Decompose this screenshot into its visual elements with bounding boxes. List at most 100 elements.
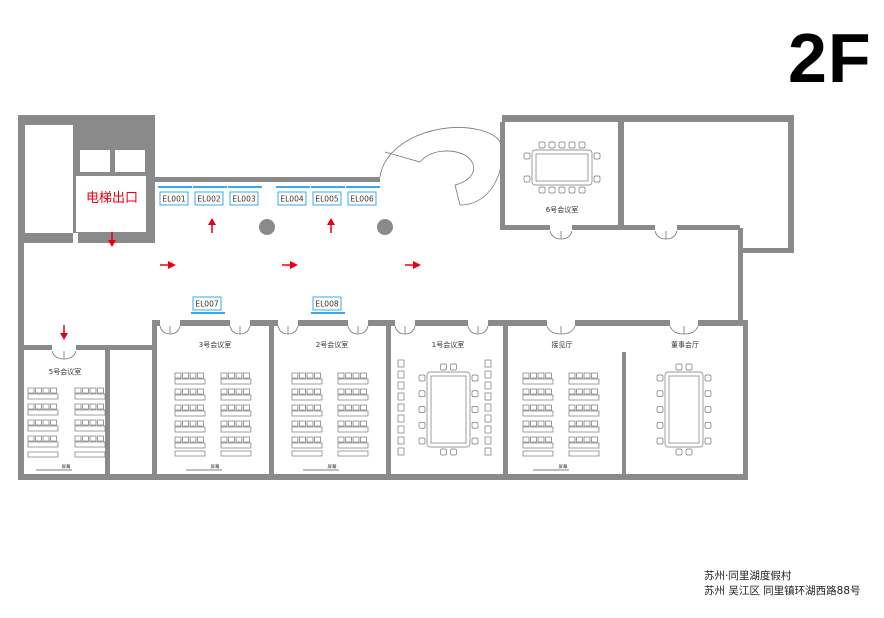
desk: [522, 394, 554, 401]
chair: [27, 403, 35, 410]
chair: [299, 436, 306, 443]
chair: [538, 186, 546, 194]
arrow-right-icon: [405, 261, 421, 269]
arrow-head: [290, 261, 298, 269]
chair: [97, 387, 104, 394]
desk: [220, 426, 252, 433]
column: [377, 219, 393, 235]
chair: [484, 425, 492, 434]
screen-label: 屏幕: [559, 463, 568, 470]
chair: [578, 186, 586, 194]
equipment-box: [347, 191, 377, 206]
chair: [174, 372, 182, 379]
desk: [27, 425, 59, 432]
chair: [314, 404, 321, 411]
equipment-el002: EL002: [193, 186, 227, 206]
chair: [352, 388, 360, 395]
screen-label: 屏幕: [211, 463, 220, 470]
chair: [235, 420, 243, 427]
chair: [50, 435, 57, 442]
chair: [228, 420, 235, 427]
desk: [522, 426, 554, 433]
chair: [291, 388, 299, 395]
chair: [537, 372, 545, 379]
chair: [306, 372, 314, 379]
chair: [576, 436, 583, 443]
desk: [74, 393, 106, 400]
arrow-right-icon: [160, 261, 176, 269]
chair: [182, 420, 189, 427]
chair: [89, 419, 97, 426]
desk: [337, 450, 369, 457]
chair: [220, 420, 228, 427]
chair: [97, 403, 104, 410]
chair: [397, 392, 405, 401]
chair: [522, 372, 530, 379]
chair: [243, 388, 250, 395]
chair: [174, 404, 182, 411]
arrow-up-icon: [208, 218, 216, 233]
door-swing: [229, 325, 251, 335]
chair: [74, 403, 82, 410]
chair: [243, 436, 250, 443]
arrow-down-icon: [108, 232, 116, 247]
chair: [97, 419, 104, 426]
chair: [656, 406, 664, 413]
chair: [197, 388, 204, 395]
chair: [89, 403, 97, 410]
desk: [568, 378, 600, 385]
arrow-head: [413, 261, 421, 269]
desk: [27, 393, 59, 400]
desk: [174, 450, 206, 457]
desk: [291, 450, 323, 457]
chair: [314, 388, 321, 395]
equipment-el001: EL001: [158, 186, 192, 206]
chair: [35, 403, 42, 410]
venue-address: 苏州 吴江区 同里镇环湖西路88号: [704, 585, 861, 597]
conference-table-inner: [668, 375, 700, 444]
desk: [337, 394, 369, 401]
chair: [291, 404, 299, 411]
chair: [568, 388, 576, 395]
desk: [27, 441, 59, 448]
chair: [35, 387, 42, 394]
chair: [522, 404, 530, 411]
desk: [522, 378, 554, 385]
chair: [471, 437, 479, 445]
chair: [27, 419, 35, 426]
chair: [42, 403, 50, 410]
desk: [220, 442, 252, 449]
door-gap: [547, 319, 575, 327]
chair: [576, 372, 583, 379]
chair: [174, 388, 182, 395]
equipment-label: EL008: [315, 300, 338, 309]
door-swing: [654, 230, 678, 240]
door-gap: [550, 224, 572, 232]
chair: [74, 435, 82, 442]
chair: [523, 152, 531, 160]
chair: [568, 404, 576, 411]
chair: [591, 420, 598, 427]
chair: [352, 420, 360, 427]
equipment-label: EL005: [315, 195, 338, 204]
arrow-up-icon: [327, 218, 335, 233]
chair: [345, 372, 352, 379]
room-label-board: 董事会厅: [671, 340, 699, 349]
door-gap: [278, 319, 298, 327]
door-gap: [230, 319, 250, 327]
elevator-block: [18, 115, 155, 480]
chair: [306, 420, 314, 427]
chair: [545, 420, 552, 427]
chair: [583, 436, 591, 443]
chair: [537, 404, 545, 411]
chair: [484, 436, 492, 445]
arrow-down-icon: [60, 325, 68, 340]
chair: [299, 404, 306, 411]
chair: [591, 404, 598, 411]
desk: [174, 394, 206, 401]
chair: [418, 374, 426, 382]
chair: [228, 404, 235, 411]
chair: [197, 404, 204, 411]
desk: [174, 426, 206, 433]
